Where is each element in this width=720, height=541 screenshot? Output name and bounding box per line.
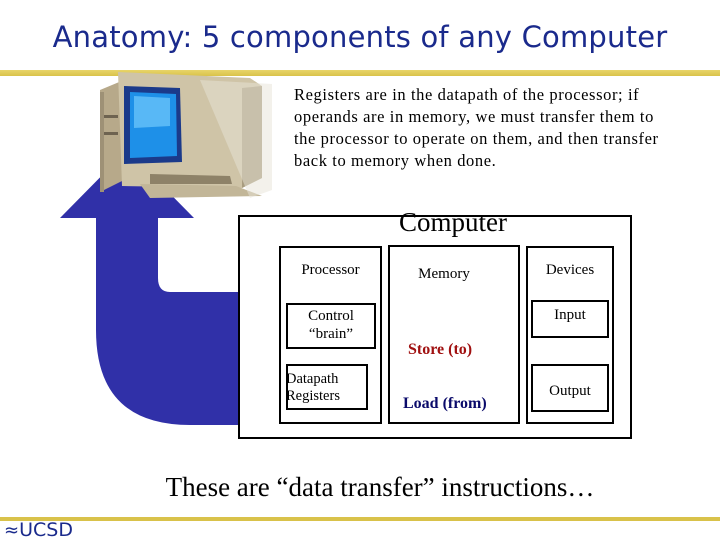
memory-box: [388, 245, 520, 424]
control-label: Control “brain”: [308, 308, 354, 342]
input-box: [531, 300, 609, 338]
registers-note: Registers are in the datapath of the pro…: [294, 85, 659, 170]
output-label: Output: [549, 383, 591, 399]
memory-label: Memory: [418, 266, 470, 282]
control-box: [286, 303, 376, 349]
input-label: Input: [554, 307, 586, 323]
output-box: [531, 364, 609, 412]
computer-label: Computer: [399, 207, 507, 237]
devices-label: Devices: [545, 262, 595, 278]
computer-clipart-icon: [100, 72, 272, 198]
footer-divider: [0, 517, 720, 521]
slide-caption: These are “data transfer” instructions…: [165, 472, 595, 502]
slide-title: Anatomy: 5 components of any Computer: [52, 20, 668, 54]
title-divider: [0, 70, 720, 76]
load-label: Load (from): [403, 395, 487, 412]
ucsd-logo-icon: ≈UCSD: [4, 519, 73, 541]
ucsd-logo-text: UCSD: [19, 519, 73, 541]
datapath-box: [286, 364, 368, 410]
store-label: Store (to): [408, 341, 473, 358]
processor-label: Processor: [301, 262, 360, 278]
datapath-label: Datapath Registers: [286, 371, 340, 404]
